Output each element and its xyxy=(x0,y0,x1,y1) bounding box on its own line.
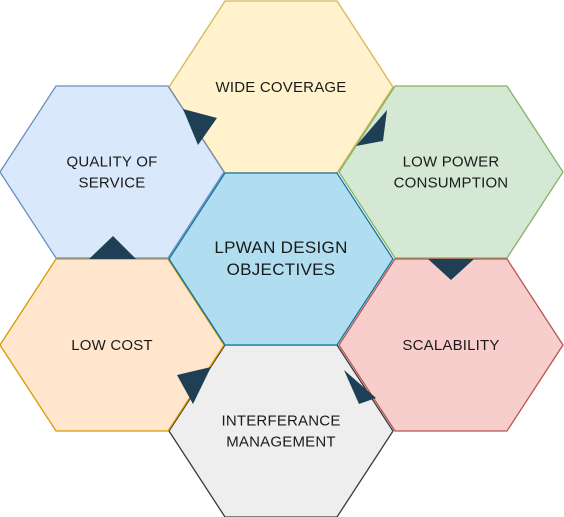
hexagon-label-center-line-2: OBJECTIVES xyxy=(227,260,336,279)
hexagon-shape-scalability xyxy=(338,258,564,432)
hexagon-shape-low-power-consumption xyxy=(338,85,564,259)
hexagon-wide-coverage: WIDE COVERAGE xyxy=(168,0,394,174)
hexagon-label-quality-of-service-line-2: SERVICE xyxy=(79,175,146,192)
hexagon-label-wide-coverage-line-1: WIDE COVERAGE xyxy=(216,79,347,96)
connector-quality-arrow-icon xyxy=(89,236,136,259)
hexagon-label-low-power-consumption-line-2: CONSUMPTION xyxy=(394,175,509,192)
hexagon-quality-of-service: QUALITY OF SERVICE xyxy=(0,85,225,259)
hexagon-shape-quality-of-service xyxy=(0,85,225,259)
hexagon-label-interferance-management-line-2: MANAGEMENT xyxy=(226,434,336,451)
hexagon-shape-center xyxy=(168,172,394,346)
hexagon-scalability: SCALABILITY xyxy=(338,258,564,432)
hexagon-shape-low-cost xyxy=(0,258,225,432)
connector-wide-coverage-arrow-icon xyxy=(183,109,217,145)
hexagon-label-low-power-consumption-line-1: LOW POWER xyxy=(403,154,500,171)
hexagon-label-quality-of-service-line-1: QUALITY OF xyxy=(67,154,158,171)
hexagon-label-scalability-line-1: SCALABILITY xyxy=(402,337,499,354)
hexagon-label-center-line-1: LPWAN DESIGN xyxy=(214,238,347,257)
connector-low-power-arrow-icon xyxy=(356,110,387,146)
hexagon-low-cost: LOW COST xyxy=(0,258,225,432)
hexagon-label-interferance-management-line-1: INTERFERANCE xyxy=(221,413,340,430)
hexagon-center: LPWAN DESIGN OBJECTIVES xyxy=(168,172,394,346)
connector-interferance-arrow-icon xyxy=(344,370,376,404)
hexagon-low-power-consumption: LOW POWER CONSUMPTION xyxy=(338,85,564,259)
hexagon-label-low-cost-line-1: LOW COST xyxy=(71,337,153,354)
connector-low-cost-arrow-icon xyxy=(177,367,211,404)
connector-scalability-arrow-icon xyxy=(428,259,474,280)
